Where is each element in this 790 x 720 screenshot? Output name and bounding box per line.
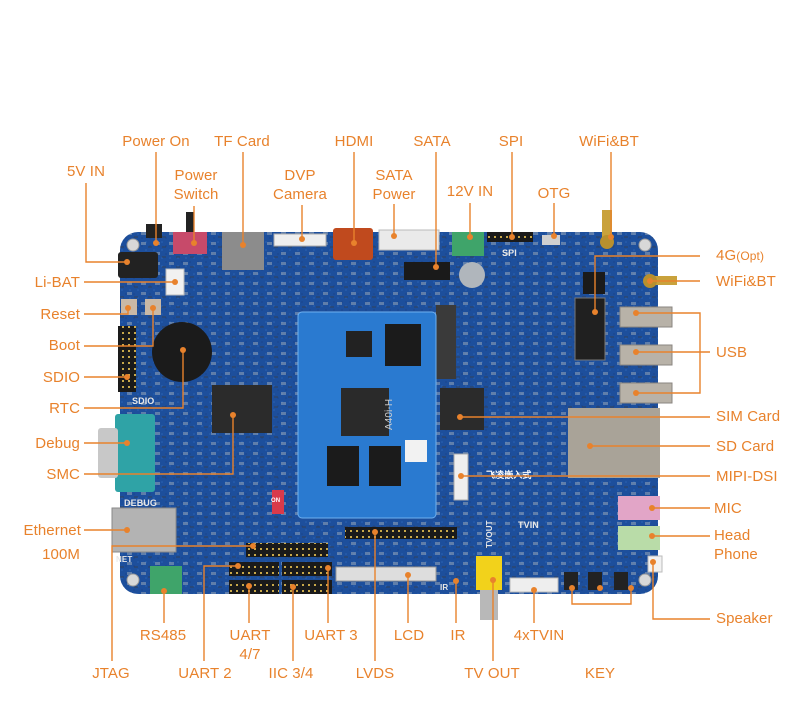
lcd-connector bbox=[335, 566, 437, 582]
label-ir: IR bbox=[450, 627, 466, 644]
line-boot bbox=[84, 308, 154, 347]
line-reset bbox=[84, 308, 129, 315]
silk-net: NET bbox=[116, 555, 133, 564]
label-uart-2: UART 2 bbox=[178, 665, 232, 682]
label-ethernet-speed: 100M bbox=[42, 546, 80, 563]
label-spi: SPI bbox=[498, 133, 524, 150]
label-sim-card: SIM Card bbox=[716, 408, 781, 425]
label-iic-3-4: IIC 3/4 bbox=[268, 665, 314, 682]
label-li-bat: Li-BAT bbox=[34, 274, 80, 291]
label-uart-4-7: UART 4/7 bbox=[229, 627, 271, 663]
label-jtag: JTAG bbox=[92, 665, 130, 682]
label-boot: Boot bbox=[48, 337, 80, 354]
label-lcd: LCD bbox=[393, 627, 425, 644]
silk-spi: SPI bbox=[502, 248, 517, 258]
label-headphone: Head Phone bbox=[714, 527, 758, 563]
label-lvds: LVDS bbox=[355, 665, 395, 682]
silk-sdio: SDIO bbox=[132, 396, 155, 406]
uart-3-header bbox=[282, 562, 332, 576]
label-wifi-bt-top: WiFi&BT bbox=[579, 133, 639, 150]
line-rtc bbox=[84, 350, 184, 409]
line-uart2 bbox=[203, 565, 238, 661]
label-sata: SATA bbox=[413, 133, 451, 150]
label-mipi-dsi: MIPI-DSI bbox=[716, 468, 778, 485]
label-dvp-camera: DVP Camera bbox=[273, 167, 327, 203]
key-buttons bbox=[564, 572, 628, 590]
sdio-header bbox=[118, 326, 136, 392]
debug-db9 bbox=[115, 414, 155, 492]
label-otg: OTG bbox=[537, 185, 571, 202]
iic-header bbox=[282, 580, 332, 594]
label-power-on: Power On bbox=[122, 133, 190, 150]
label-power-switch: Power Switch bbox=[173, 167, 219, 203]
usb-ports bbox=[619, 306, 673, 404]
line-key bbox=[571, 588, 632, 605]
sd-card-slot bbox=[568, 408, 660, 478]
label-debug: Debug bbox=[35, 435, 80, 452]
mounting-holes bbox=[126, 238, 652, 587]
line-5v-in bbox=[85, 183, 127, 263]
line-speaker bbox=[652, 562, 710, 620]
dc-jack bbox=[118, 252, 158, 278]
silk-debug: DEBUG bbox=[124, 498, 158, 508]
label-sdio: SDIO bbox=[42, 369, 80, 386]
silk-tvin: TVIN bbox=[518, 520, 539, 530]
label-reset: Reset bbox=[40, 306, 80, 323]
tv-out-jack bbox=[476, 556, 502, 590]
line-usb bbox=[636, 312, 701, 394]
smc-slot bbox=[212, 385, 272, 433]
line-jtag bbox=[111, 545, 253, 661]
leader-dots bbox=[124, 233, 656, 594]
label-sd-card: SD Card bbox=[716, 438, 775, 455]
label-5v-in: 5V IN bbox=[66, 163, 106, 180]
label-4g: 4G(Opt) bbox=[716, 246, 764, 266]
label-tv-out: TV OUT bbox=[464, 665, 520, 682]
silk-ir: IR bbox=[440, 583, 449, 592]
antenna-top bbox=[602, 210, 612, 240]
power-switch bbox=[173, 232, 207, 254]
label-4g-text: 4G bbox=[716, 247, 737, 264]
uart-2-header bbox=[229, 580, 279, 594]
power-on-button bbox=[146, 224, 162, 238]
label-ethernet: Ethernet bbox=[23, 522, 81, 539]
4g-slot bbox=[574, 297, 606, 361]
label-4xtvin: 4xTVIN bbox=[513, 627, 565, 644]
label-4g-suffix: (Opt) bbox=[736, 249, 765, 263]
label-uart-3: UART 3 bbox=[304, 627, 358, 644]
silk-brand: 飞凌嵌入式 bbox=[486, 470, 532, 480]
label-speaker: Speaker bbox=[716, 610, 773, 627]
label-12v-in: 12V IN bbox=[446, 183, 494, 200]
line-smc bbox=[84, 415, 234, 475]
line-4g bbox=[594, 255, 700, 312]
label-mic: MIC bbox=[714, 500, 742, 517]
otg-port bbox=[542, 235, 560, 245]
label-sata-power: SATA Power bbox=[372, 167, 416, 203]
silk-on: ON bbox=[271, 498, 281, 504]
label-rs485: RS485 bbox=[139, 627, 187, 644]
label-rtc: RTC bbox=[49, 400, 80, 417]
sim-slot-right bbox=[440, 388, 484, 430]
label-smc: SMC bbox=[46, 466, 80, 483]
uart-4-7-header bbox=[229, 562, 279, 576]
label-tf-card: TF Card bbox=[214, 133, 270, 150]
label-key: KEY bbox=[584, 665, 616, 682]
jtag-header bbox=[246, 543, 328, 557]
label-wifi-bt-right: WiFi&BT bbox=[716, 273, 776, 290]
label-hdmi: HDMI bbox=[334, 133, 374, 150]
soc-chip bbox=[341, 388, 389, 436]
label-usb: USB bbox=[716, 344, 748, 361]
